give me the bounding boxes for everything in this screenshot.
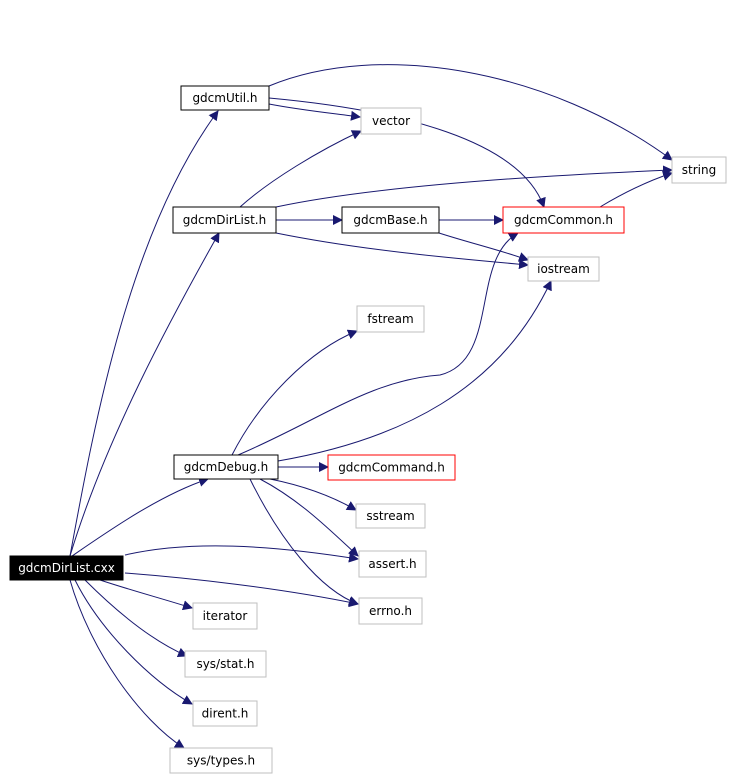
node-box-common [502,206,625,234]
node-assert: assert.h [358,550,427,578]
edge-debug-to-errno [249,478,359,606]
node-command[interactable]: gdcmCommand.h [327,454,456,481]
node-box-dirent [192,700,258,727]
edge-root-to-iterator [99,579,193,611]
node-box-sstream [355,503,426,529]
node-root[interactable]: gdcmDirList.cxx [9,555,124,581]
node-box-assert [358,550,427,578]
node-label-common: gdcmCommon.h [514,213,613,227]
edge-root-to-stat [84,579,188,658]
node-label-iostream: iostream [537,262,590,276]
node-box-fstream [356,305,425,333]
node-label-stat: sys/stat.h [196,657,254,671]
node-box-iostream [527,256,600,282]
node-dirent: dirent.h [192,700,258,727]
edge-root-to-debug [71,477,209,557]
edge-root-to-errno [124,572,359,608]
node-box-vector [360,107,422,135]
edge-dirlisth-to-vector [239,130,362,208]
node-debug[interactable]: gdcmDebug.h [173,454,279,480]
node-label-fstream: fstream [367,312,413,326]
edge-util-to-vector [268,103,361,121]
node-label-dirent: dirent.h [202,707,249,721]
node-box-iterator [192,602,258,630]
node-box-string [671,156,727,184]
edge-debug-to-iostream [277,280,552,462]
node-base[interactable]: gdcmBase.h [341,206,440,234]
node-iostream: iostream [527,256,600,282]
edge-debug-to-common [237,232,519,456]
edge-debug-to-sstream [269,478,357,511]
node-errno: errno.h [358,597,423,625]
node-label-util: gdcmUtil.h [192,91,257,105]
edge-debug-to-fstream [231,329,358,456]
node-box-stat [184,650,267,678]
node-label-assert: assert.h [368,557,416,571]
node-label-root: gdcmDirList.cxx [18,561,115,575]
node-common[interactable]: gdcmCommon.h [502,206,625,234]
node-label-command: gdcmCommand.h [338,461,445,475]
edge-root-to-dirlisth [69,232,220,557]
node-box-debug [173,454,279,480]
node-vector: vector [360,107,422,135]
node-label-types: sys/types.h [187,754,255,768]
node-util[interactable]: gdcmUtil.h [180,85,270,111]
node-box-base [341,206,440,234]
edge-debug-to-assert [259,478,359,557]
edge-util-to-common [268,97,546,208]
node-label-sstream: sstream [366,509,414,523]
node-label-base: gdcmBase.h [353,213,427,227]
node-string: string [671,156,727,184]
node-label-errno: errno.h [369,604,412,618]
edge-dirlisth-to-iostream [275,232,529,270]
node-label-string: string [682,163,716,177]
node-stat: sys/stat.h [184,650,267,678]
node-label-dirlisth: gdcmDirList.h [183,213,266,227]
edge-root-to-assert [124,545,359,563]
node-iterator: iterator [192,602,258,630]
edge-root-to-util [69,110,219,557]
node-types: sys/types.h [169,747,273,774]
node-box-root [9,555,124,581]
node-sstream: sstream [355,503,426,529]
node-box-dirlisth [172,206,277,234]
node-box-util [180,85,270,111]
edge-base-to-iostream [438,232,529,262]
edge-root-to-dirent [74,579,193,705]
node-box-command [327,454,456,481]
node-label-vector: vector [372,114,410,128]
node-dirlisth[interactable]: gdcmDirList.h [172,206,277,234]
edge-util-to-string [268,64,673,161]
edge-common-to-string [599,171,673,208]
edge-root-to-types [69,579,185,749]
node-box-errno [358,597,423,625]
node-fstream: fstream [356,305,425,333]
node-box-types [169,747,273,774]
edge-dirlisth-to-string [275,165,673,208]
node-label-debug: gdcmDebug.h [184,460,268,474]
node-label-iterator: iterator [203,609,248,623]
